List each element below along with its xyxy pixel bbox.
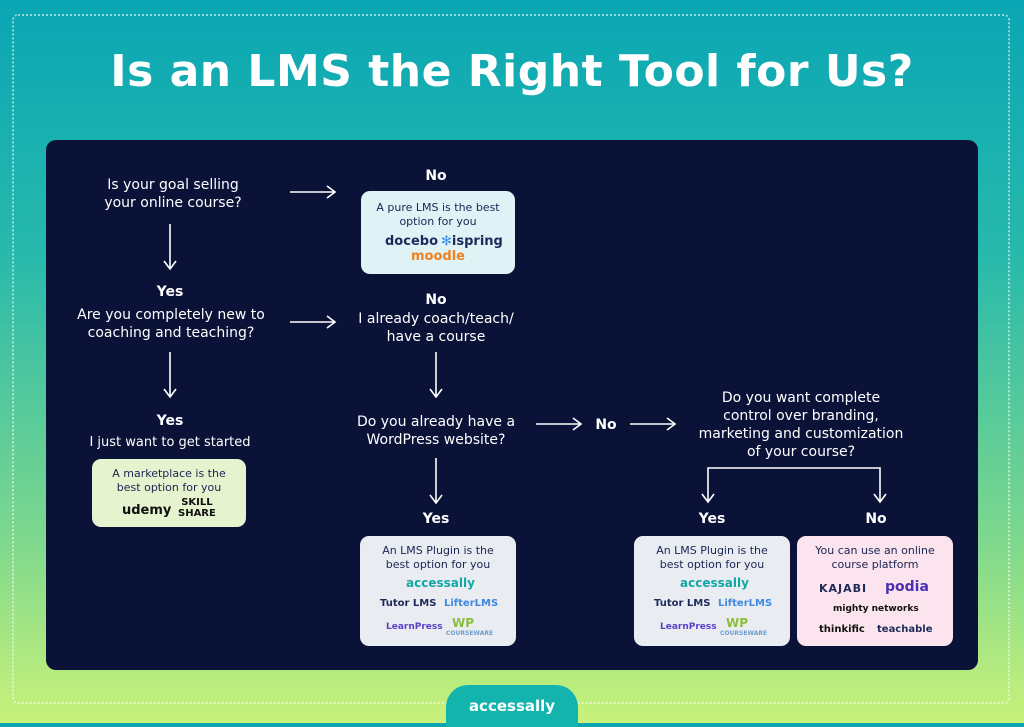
logo-lifterlms: LifterLMS [444, 598, 499, 609]
answer-just-started: I just want to get started [89, 435, 251, 450]
arrow-right-icon [630, 417, 677, 431]
flowchart-panel: Is your goal selling your online course?… [46, 140, 978, 670]
logo-ispring: ✻ispring [441, 234, 503, 249]
label-no-2: No [425, 292, 447, 308]
question-control: Do you want complete control over brandi… [698, 390, 904, 460]
logo-accessally: accessally [406, 576, 475, 590]
logo-tutor-lms: Tutor LMS [654, 598, 711, 609]
arrow-right-icon [536, 417, 583, 431]
question-wordpress: Do you already have a WordPress website? [356, 414, 516, 448]
label-yes-4: Yes [698, 511, 726, 527]
label-yes-1: Yes [156, 284, 184, 300]
card-pure-lms: A pure LMS is the best option for you do… [361, 191, 515, 274]
logo-moodle: moodle [411, 249, 465, 264]
answer-already-coach: I already coach/teach/ have a course [358, 311, 514, 345]
label-no-4: No [865, 511, 887, 527]
card-marketplace-text: A marketplace is the best option for you [112, 467, 226, 494]
footer-logo: accessally [468, 697, 556, 715]
arrow-down-icon [163, 224, 177, 270]
ispring-icon: ✻ [441, 234, 452, 249]
card-lms-plugin-2-text: An LMS Plugin is the best option for you [656, 544, 768, 571]
question-new-to-coaching: Are you completely new to coaching and t… [77, 307, 265, 341]
arrow-down-icon [429, 352, 443, 398]
label-yes-2: Yes [156, 413, 184, 429]
logo-tutor-lms: Tutor LMS [380, 598, 437, 609]
footer-brand-tab: accessally [446, 685, 578, 727]
question-selling: Is your goal selling your online course? [104, 177, 242, 211]
arrow-down-icon [429, 458, 443, 504]
page-title: Is an LMS the Right Tool for Us? [110, 46, 914, 97]
label-no-1: No [425, 168, 447, 184]
arrow-right-icon [290, 315, 337, 329]
label-yes-3: Yes [422, 511, 450, 527]
card-pure-lms-text: A pure LMS is the best option for you [376, 201, 500, 228]
logo-wp: WP [726, 616, 749, 630]
label-no-3: No [595, 417, 617, 433]
logo-docebo: docebo [385, 234, 438, 249]
logo-courseware: COURSEWARE [720, 630, 768, 637]
card-course-platform-text: You can use an online course platform [815, 544, 935, 571]
arrow-right-icon [290, 185, 337, 199]
logo-teachable: teachable [877, 624, 933, 635]
split-arrow-icon [701, 467, 887, 504]
logo-podia: podia [885, 579, 929, 595]
logo-lifterlms: LifterLMS [718, 598, 773, 609]
logo-mighty-networks: mighty networks [833, 604, 919, 614]
card-lms-plugin-2: An LMS Plugin is the best option for you… [634, 536, 790, 646]
logo-kajabi: KAJABI [819, 582, 868, 595]
logo-thinkific: thinkific [819, 624, 865, 635]
logo-learnpress: LearnPress [660, 622, 717, 632]
logo-accessally: accessally [680, 576, 749, 590]
logo-wp: WP [452, 616, 475, 630]
card-lms-plugin: An LMS Plugin is the best option for you… [360, 536, 516, 646]
card-course-platform: You can use an online course platform KA… [797, 536, 953, 646]
card-lms-plugin-text: An LMS Plugin is the best option for you [382, 544, 494, 571]
logo-udemy: udemy [122, 503, 172, 518]
logo-courseware: COURSEWARE [446, 630, 494, 637]
card-marketplace: A marketplace is the best option for you… [92, 459, 246, 527]
arrow-down-icon [163, 352, 177, 398]
logo-learnpress: LearnPress [386, 622, 443, 632]
